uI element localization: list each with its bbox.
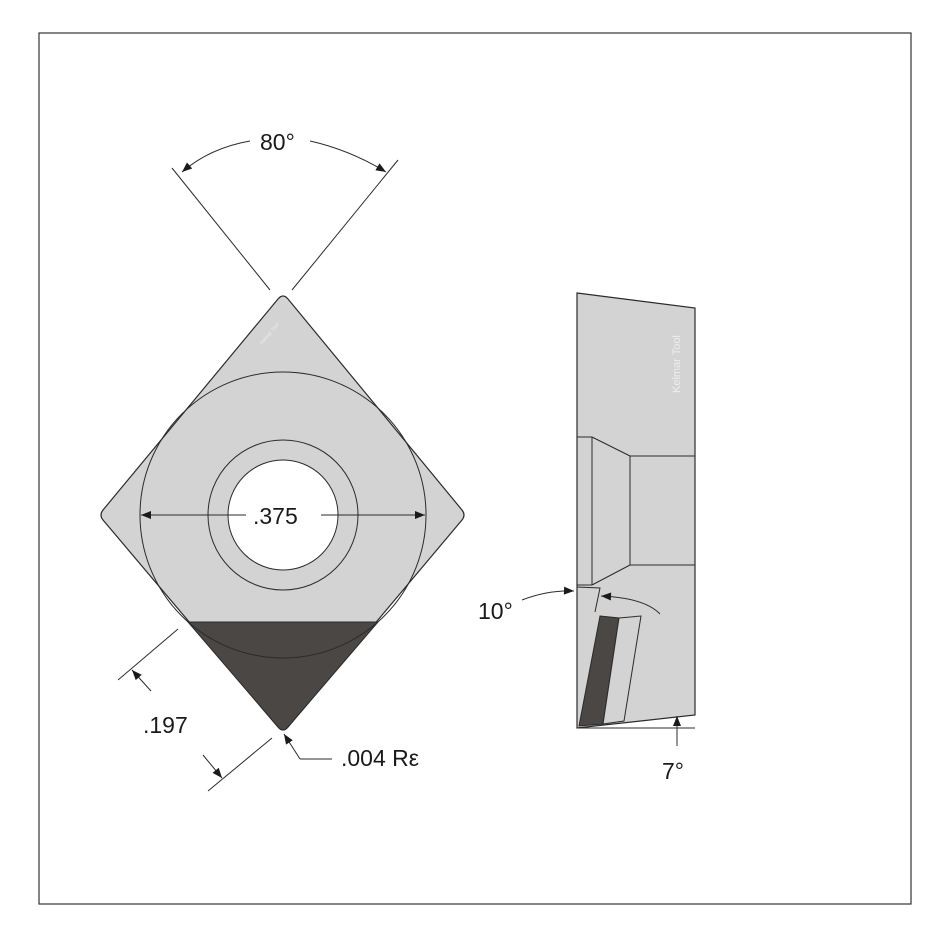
side-view-watermark: Kelmar Tool xyxy=(671,335,683,393)
insert-side-view: Kelmar Tool xyxy=(576,292,696,729)
rake-arrow-left xyxy=(521,586,575,601)
angle-extension-right xyxy=(291,159,399,291)
clearance-angle-label: 7° xyxy=(662,758,684,784)
edge-length-label: .197 xyxy=(143,712,188,738)
corner-radius-label: .004 Rε xyxy=(341,745,419,771)
edge-extension-upper xyxy=(117,628,179,681)
side-chipbreaker xyxy=(576,586,601,613)
drawing-frame xyxy=(38,32,912,905)
rake-angle-label: 10° xyxy=(478,598,513,624)
corner-radius-callout: .004 Rε xyxy=(283,733,419,771)
angle-arc-left xyxy=(181,140,251,173)
counterbore-circle xyxy=(139,371,427,659)
side-chamfer-lower xyxy=(591,564,631,586)
rake-arc-right xyxy=(600,592,661,615)
bore-dimension: .375 xyxy=(141,503,425,529)
angle-arc-right xyxy=(309,140,387,173)
rake-angle-dimension: 10° xyxy=(478,585,661,640)
insert-top-view: Kelmar Tool xyxy=(100,295,465,731)
edge-arrow-upper xyxy=(131,669,152,692)
pcd-tip xyxy=(186,621,380,731)
angle-extension-left xyxy=(171,167,271,291)
angle-dimension-80: 80° xyxy=(171,129,399,291)
edge-length-dimension: .197 xyxy=(117,628,273,792)
radius-leader-diagonal xyxy=(283,733,301,760)
side-chamfer-upper xyxy=(591,436,631,457)
clearance-angle-dimension: 7° xyxy=(577,716,695,784)
side-carbide-backing xyxy=(602,615,642,725)
bore-label: .375 xyxy=(253,503,298,529)
edge-arrow-lower xyxy=(202,754,223,779)
angle-label-80: 80° xyxy=(260,129,295,155)
edge-extension-lower xyxy=(207,737,273,792)
